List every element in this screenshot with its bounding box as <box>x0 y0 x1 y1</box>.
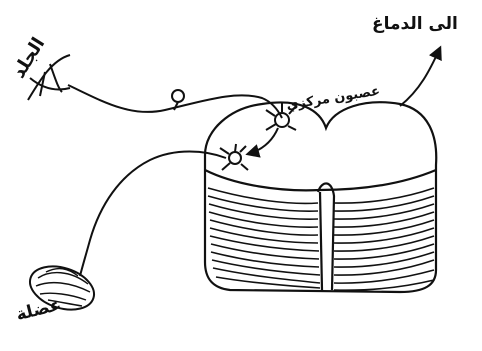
spinal-cord <box>205 102 436 292</box>
label-to-brain: الى الدماغ <box>372 16 458 33</box>
ascending-pathway <box>400 48 440 106</box>
